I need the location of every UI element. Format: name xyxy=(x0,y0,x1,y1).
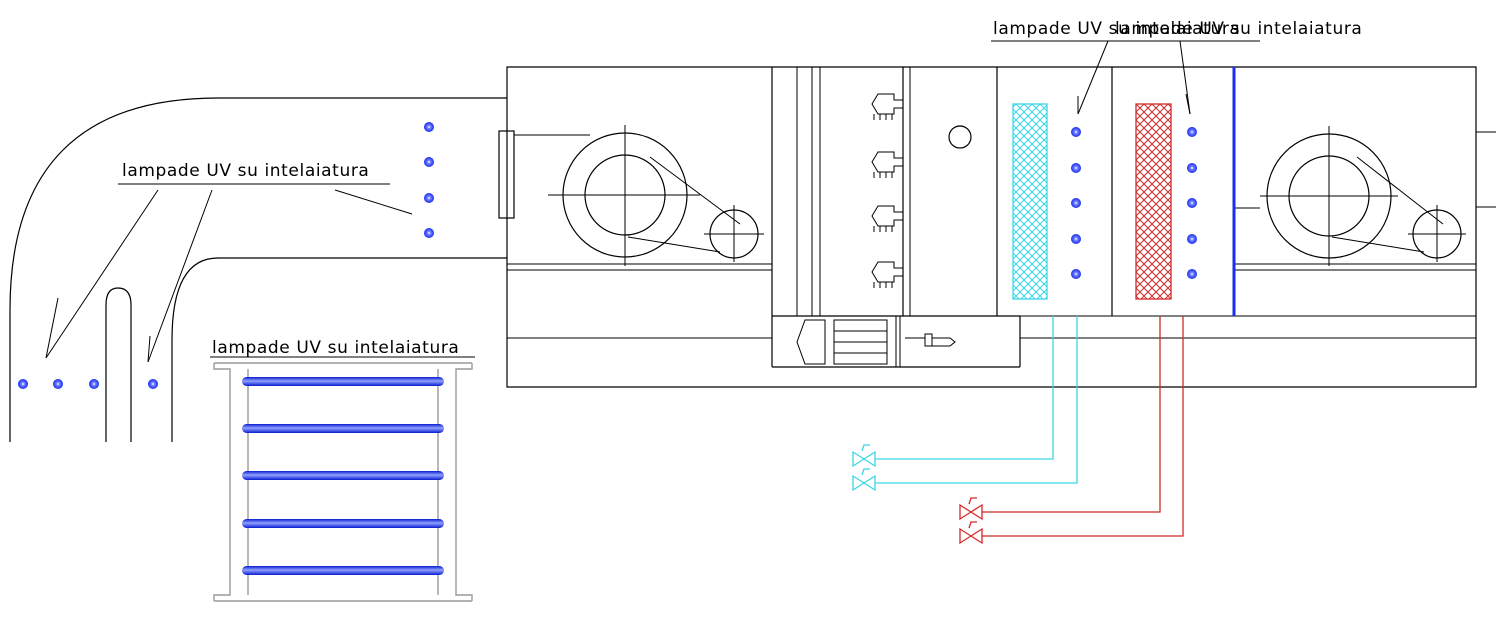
uv-label-left: lampade UV su intelaiatura xyxy=(122,161,369,181)
supply-fan-left xyxy=(548,125,764,266)
cooling-piping xyxy=(852,316,1078,492)
access-port xyxy=(948,125,972,149)
ahu-casing xyxy=(506,66,1496,388)
supply-fan-right xyxy=(1260,126,1466,266)
pump-assembly xyxy=(796,316,956,367)
uv-lamp-frame xyxy=(210,356,475,602)
uv-label-left-leaders xyxy=(45,183,413,363)
inlet-damper xyxy=(498,130,515,219)
uv-label-top-right: lampade UV su intelaiatura xyxy=(1115,19,1362,39)
uv-label-frame: lampade UV su intelaiatura xyxy=(212,338,459,358)
uv-lamps-heating-coil xyxy=(1187,127,1197,279)
heating-coil xyxy=(1135,103,1172,300)
uv-lamps-duct-horizontal xyxy=(424,122,434,238)
left-duct xyxy=(9,97,507,442)
cooling-coil xyxy=(1012,103,1048,300)
humidifier-nozzles xyxy=(871,93,904,288)
uv-label-top-leaders xyxy=(991,40,1260,115)
heating-piping xyxy=(959,316,1184,545)
uv-lamps-duct-riser xyxy=(18,379,158,389)
uv-label-top-left: lampade UV su intelaiatura xyxy=(993,19,1240,39)
uv-lamps-cooling-coil xyxy=(1071,127,1081,279)
